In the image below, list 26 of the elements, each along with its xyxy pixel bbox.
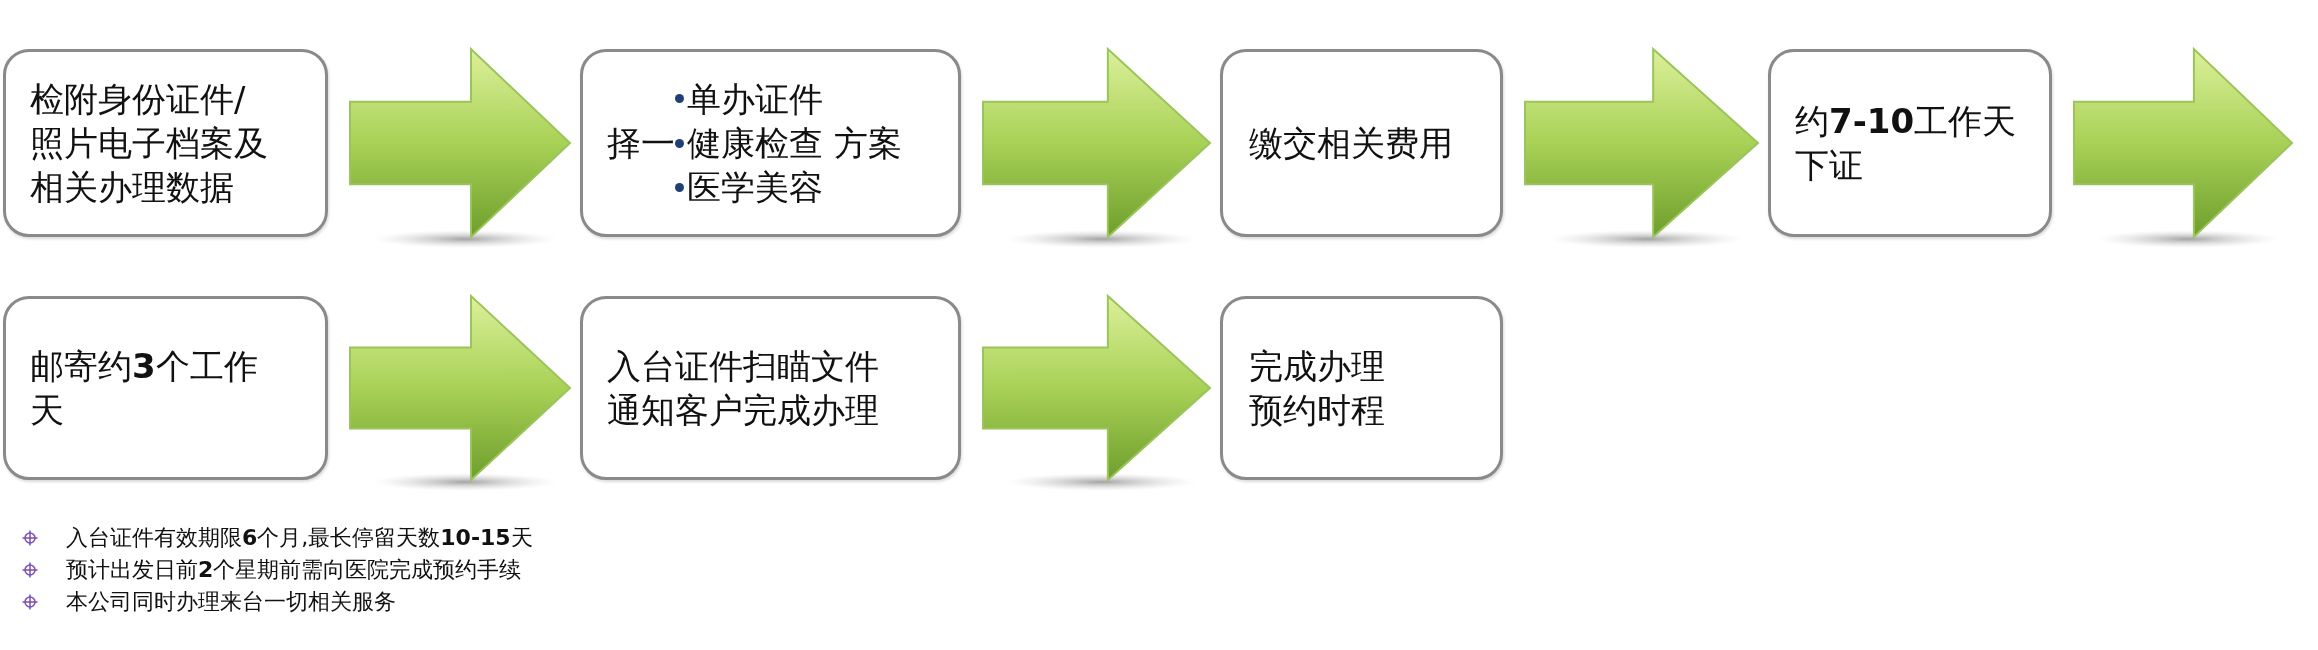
process-box [580,296,961,480]
block-arrow [349,46,572,240]
note-text: 入台证件有效期限6个月,最长停留天数10-15天 [66,524,533,552]
choice-label: 择一 [607,121,675,165]
step-text: 邮寄约3个工作天 [30,344,259,432]
option-text: 单办证件 [687,77,823,121]
option-text: 医学美容 [687,166,823,210]
note-text: 预计出发日前2个星期前需向医院完成预约手续 [66,556,522,584]
note-text: 本公司同时办理来台一切相关服务 [66,588,396,616]
step-text: 缴交相关费用 [1249,121,1454,165]
step-text: 入台证件扫瞄文件通知客户完成办理 [607,344,880,432]
process-box [1220,49,1503,237]
block-arrow [982,46,1212,240]
process-box [580,49,961,237]
block-arrow [2073,46,2294,240]
process-box [3,296,328,480]
block-arrow [1524,46,1760,240]
process-box [1220,296,1503,480]
process-box [1768,49,2052,237]
block-arrow [349,293,572,483]
step-text: 检附身份证件/照片电子档案及相关办理数据 [30,77,269,210]
block-arrow [982,293,1212,483]
step-text: 约7-10工作天下证 [1795,99,2018,187]
option-text: 健康检查 方案 [687,121,902,165]
step-text: 完成办理预约时程 [1249,344,1386,432]
process-box [3,49,328,237]
